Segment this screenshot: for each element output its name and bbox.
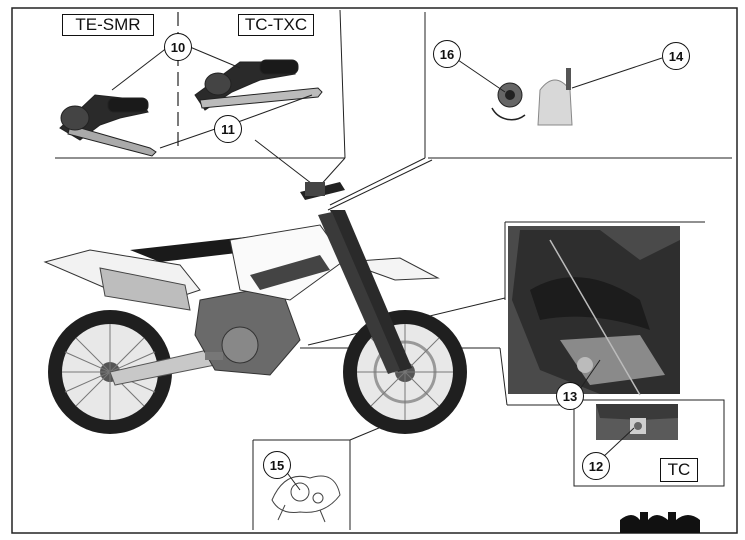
leader-top-right-a <box>329 157 426 206</box>
model-label-tc: TC <box>660 458 698 482</box>
model-label-tc-txc: TC-TXC <box>238 14 314 36</box>
leader-10-b <box>189 46 241 69</box>
motorcycle-illustration <box>43 182 467 434</box>
outer-frame <box>11 7 738 534</box>
bottom-sketch <box>271 475 341 523</box>
leader-11-a <box>159 127 219 149</box>
callout-14: 14 <box>662 42 690 70</box>
leader-14 <box>571 57 663 89</box>
leader-16 <box>457 59 506 93</box>
leader-12 <box>601 427 635 459</box>
leader-top-panel-b <box>254 139 321 191</box>
tc-inset-frame <box>573 399 725 487</box>
callout-13: 13 <box>556 382 584 410</box>
tc-inset-photo <box>596 404 678 440</box>
leader-top-right-b <box>327 159 433 211</box>
leader-13-a <box>577 359 601 393</box>
callout-16: 16 <box>433 40 461 68</box>
callout-15: 15 <box>263 451 291 479</box>
callout-12: 12 <box>582 452 610 480</box>
callout-11: 11 <box>214 115 242 143</box>
engine-closeup-photo <box>508 226 680 396</box>
callout-10: 10 <box>164 33 192 61</box>
adjuster-illustration <box>491 68 573 126</box>
leader-10-a <box>111 46 169 91</box>
lever-tc-txc-illustration <box>194 59 323 111</box>
brand-logo <box>620 512 700 533</box>
leader-engine-c <box>499 347 508 406</box>
top-panel-right-line <box>339 9 346 159</box>
model-label-te-smr: TE-SMR <box>62 14 154 36</box>
leader-11-b <box>237 94 313 123</box>
lever-te-smr-illustration <box>59 94 157 157</box>
